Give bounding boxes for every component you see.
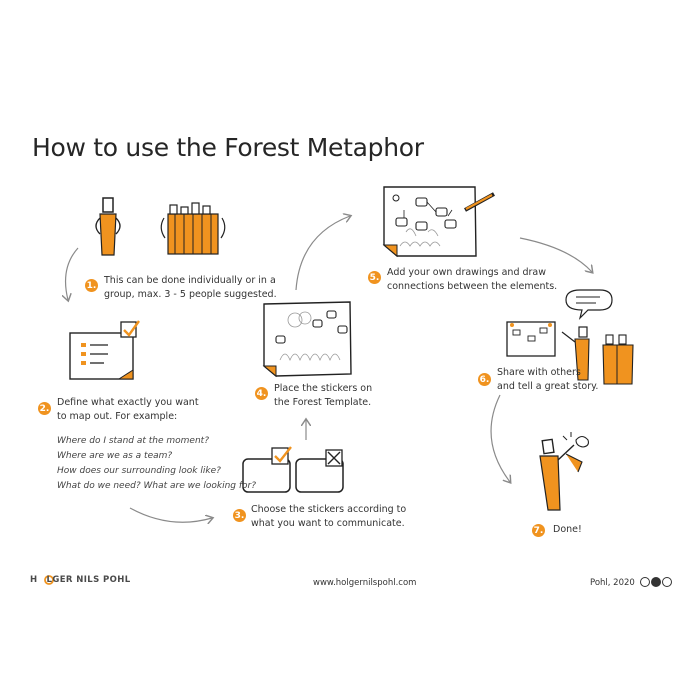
arrow-2-3 bbox=[129, 507, 212, 522]
nd-icon bbox=[662, 577, 672, 587]
arrow-4-5 bbox=[295, 216, 350, 291]
logo-o-icon bbox=[44, 575, 54, 585]
cc-icon bbox=[640, 577, 650, 587]
footer-credit: Pohl, 2020 bbox=[590, 578, 635, 588]
step-4-badge: 4. bbox=[255, 387, 268, 400]
step-5-badge: 5. bbox=[368, 271, 381, 284]
checklist-card-icon bbox=[69, 320, 140, 380]
footer-url[interactable]: www.holgernilspohl.com bbox=[313, 578, 417, 588]
arrow-5-6 bbox=[519, 237, 592, 272]
forest-template-icon bbox=[262, 301, 352, 378]
arrow-6-7 bbox=[490, 394, 510, 482]
step-3-badge: 3. bbox=[233, 509, 246, 522]
group-people-icon bbox=[160, 202, 226, 255]
celebrating-person-icon bbox=[539, 432, 589, 511]
page-title: How to use the Forest Metaphor bbox=[32, 133, 424, 162]
arrow-1-2 bbox=[66, 247, 79, 300]
sharing-scene-icon bbox=[506, 289, 634, 385]
step-7-badge: 7. bbox=[532, 524, 545, 537]
sticker-checked-icon bbox=[242, 446, 292, 493]
single-person-icon bbox=[95, 197, 121, 256]
sticker-crossed-icon bbox=[295, 449, 344, 493]
drawing-template-icon bbox=[382, 186, 495, 258]
step-2-questions: Where do I stand at the moment? Where ar… bbox=[57, 436, 257, 491]
step-7-text: Done! bbox=[553, 524, 582, 535]
step-2-badge: 2. bbox=[38, 402, 51, 415]
license-badges bbox=[640, 577, 672, 587]
step-1-badge: 1. bbox=[85, 279, 98, 292]
step-6-badge: 6. bbox=[478, 373, 491, 386]
by-icon bbox=[651, 577, 661, 587]
